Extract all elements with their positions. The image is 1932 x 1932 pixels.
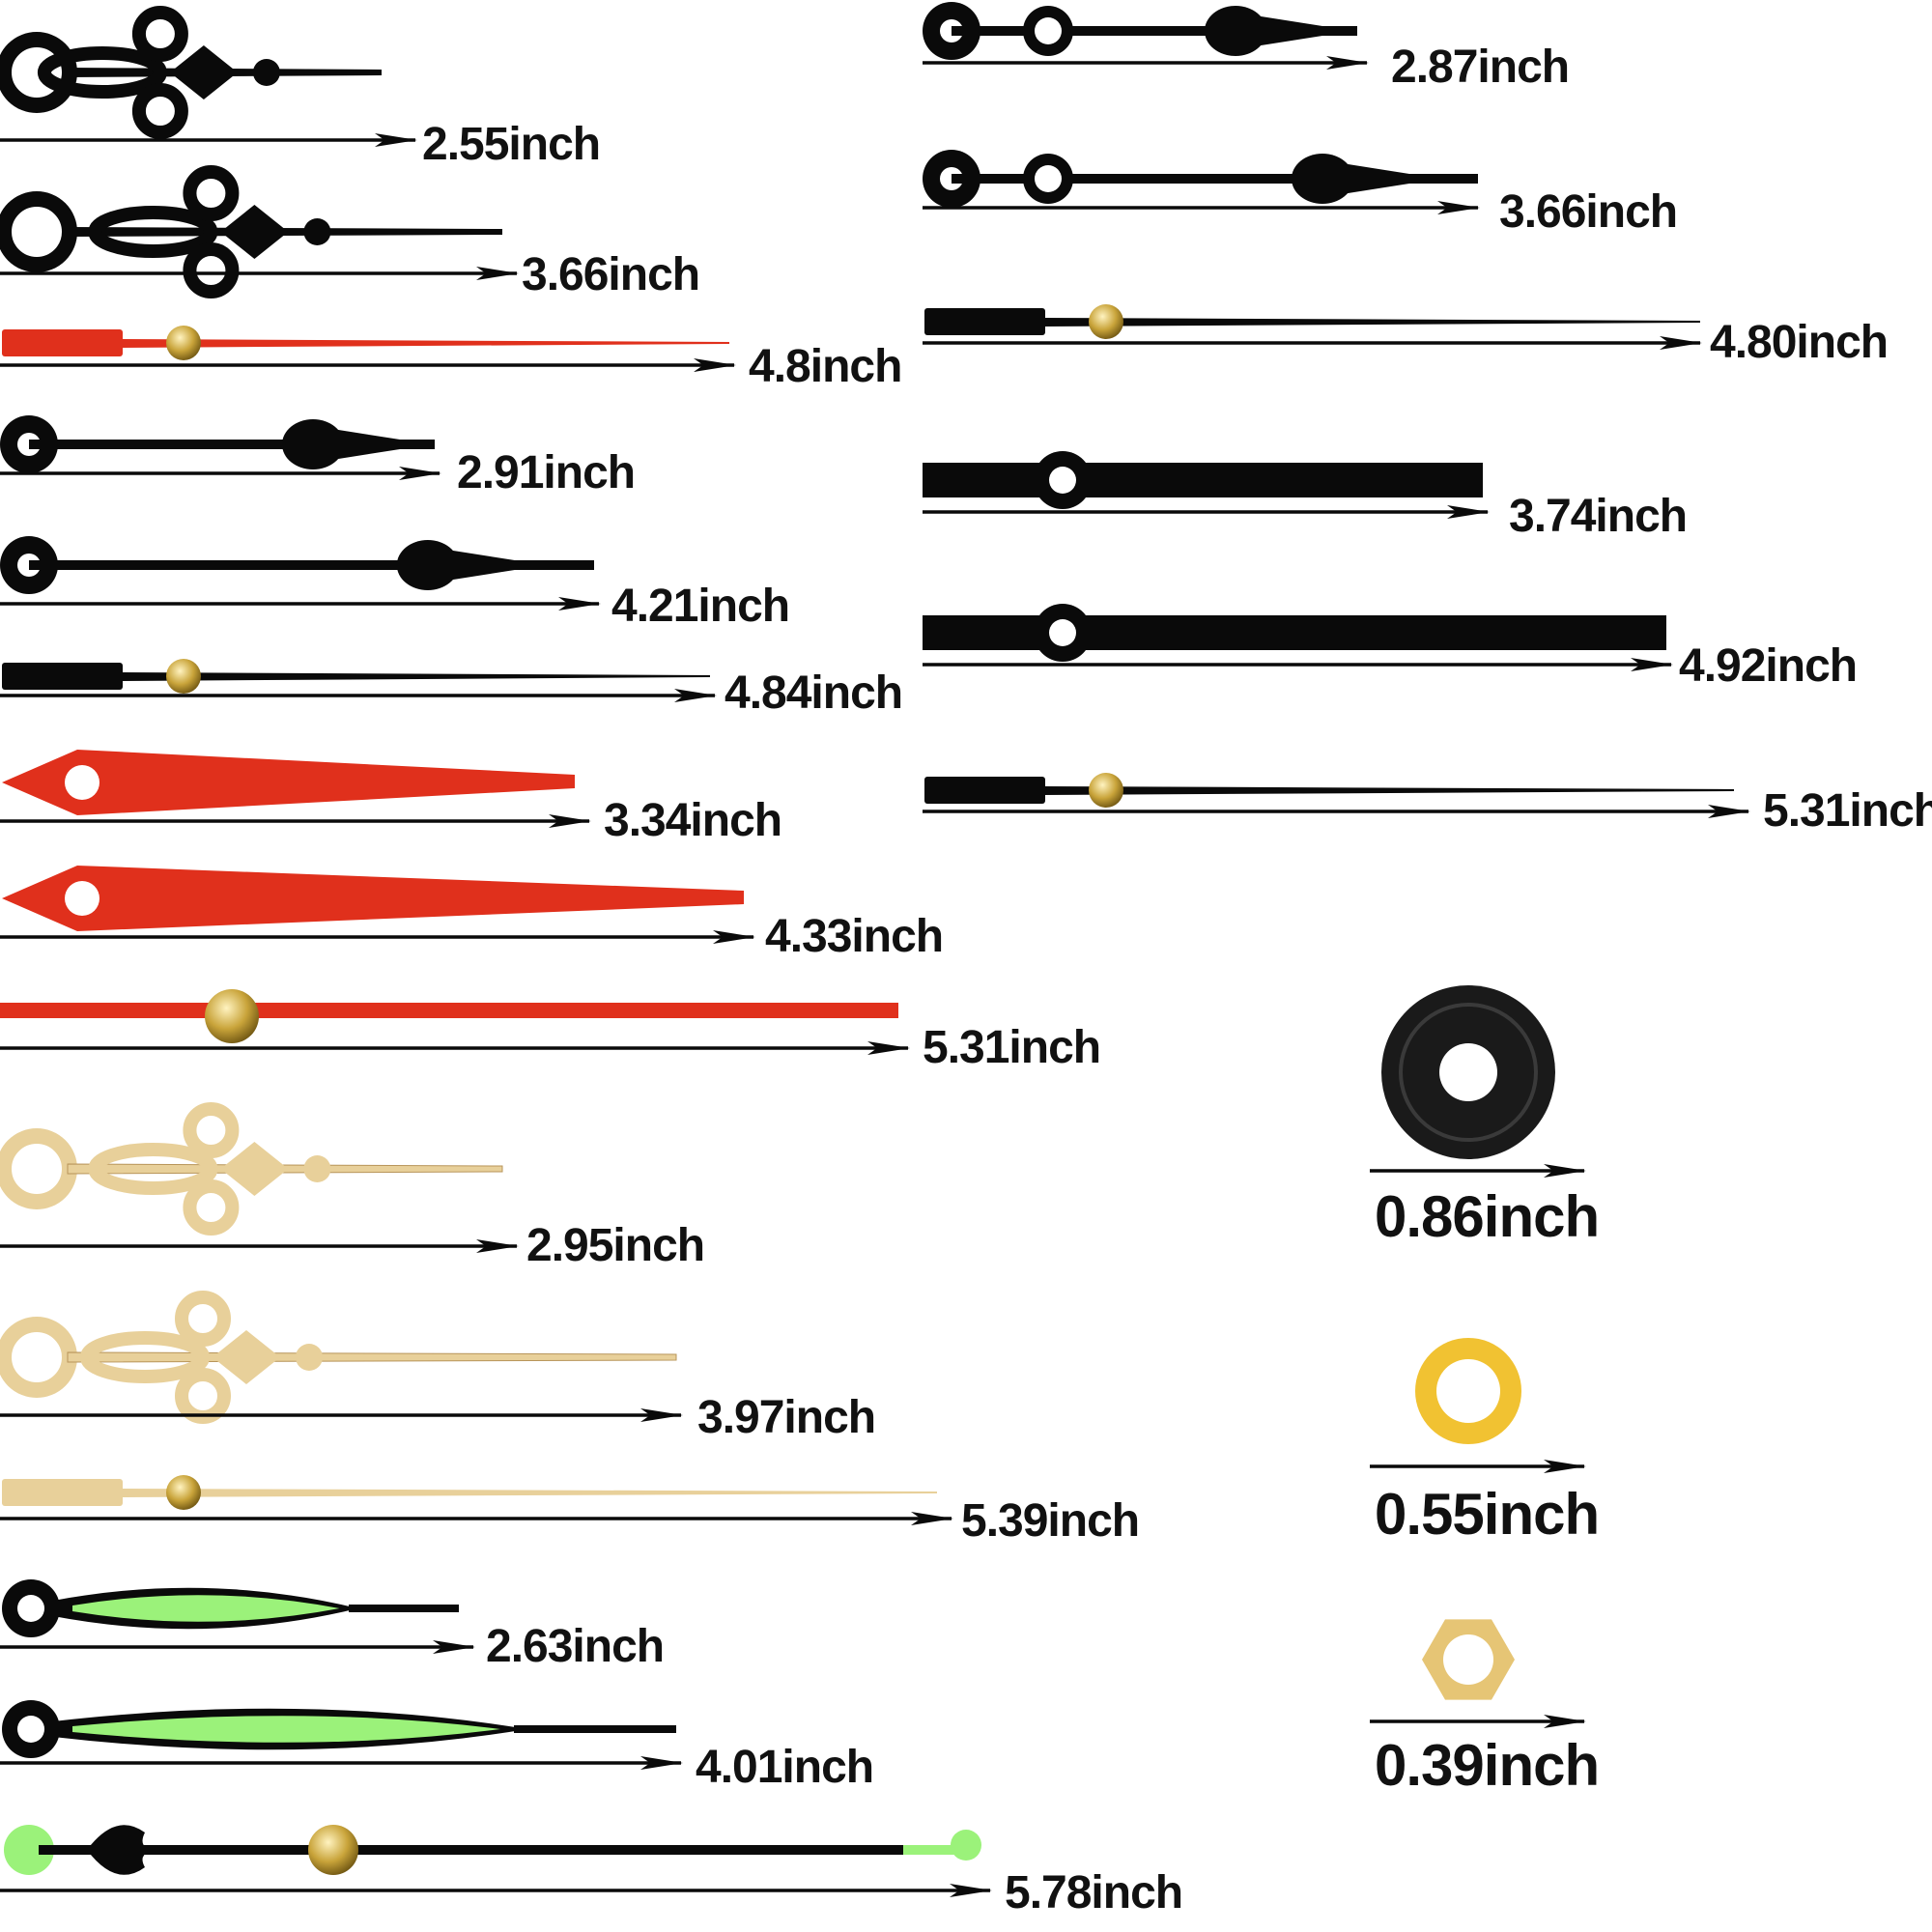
hand-gold-second-1: [2, 1475, 937, 1510]
size-label: 4.8inch: [749, 341, 901, 392]
size-label: 3.74inch: [1509, 491, 1687, 542]
right-column-hands: 2.87inch 3.66inch 4.80inch 3.74inch 4.92inch…: [923, 2, 1932, 837]
left-column-hands: 2.55inch 3.66inch 4.8inch 2.91inch 4.21inch 4…: [0, 6, 1183, 1918]
size-label: 3.97inch: [697, 1392, 875, 1443]
rubber-icon: [1381, 985, 1555, 1159]
size-label: 2.91inch: [457, 447, 635, 498]
size-label: 2.63inch: [486, 1621, 664, 1672]
size-label: 4.80inch: [1710, 317, 1888, 368]
hand-r-second-1: [924, 304, 1700, 339]
size-label: 0.55inch: [1375, 1482, 1599, 1547]
hand-ornate-black-2: [0, 165, 502, 298]
washer-icon: [1415, 1338, 1521, 1444]
size-label: 5.31inch: [923, 1022, 1100, 1073]
hand-lume-2: [2, 1700, 676, 1758]
size-label: 4.84inch: [724, 668, 902, 719]
hand-red-tapered-2: [2, 866, 744, 931]
hand-r-spade-2: [923, 150, 1478, 208]
size-label: 4.21inch: [611, 581, 789, 632]
size-label: 2.95inch: [526, 1220, 704, 1271]
size-label: 3.66inch: [522, 249, 699, 300]
size-label: 2.55inch: [422, 119, 600, 170]
hand-r-spade-1: [923, 2, 1357, 60]
size-label: 3.66inch: [1499, 186, 1677, 238]
size-label: 0.39inch: [1375, 1733, 1599, 1798]
hand-ornate-black-1: [0, 6, 382, 139]
hand-gold-ornate-1: [0, 1102, 503, 1236]
hand-r-baton-2: [923, 604, 1666, 662]
hand-black-second-1: [2, 659, 710, 694]
hand-red-tapered-1: [2, 750, 575, 815]
hand-spade-black-2: [0, 536, 594, 594]
hand-red-second-1: [2, 326, 729, 360]
size-label: 3.34inch: [604, 795, 781, 846]
hand-r-second-2: [924, 773, 1734, 808]
size-label: 5.39inch: [961, 1495, 1139, 1547]
brass-cap-icon: [166, 1475, 201, 1510]
size-label: 5.78inch: [1005, 1867, 1182, 1918]
hand-spade-black-1: [0, 415, 435, 473]
size-label: 4.01inch: [696, 1742, 873, 1793]
hand-gold-ornate-2: [0, 1291, 677, 1424]
hand-lume-1: [2, 1579, 459, 1637]
brass-cap-icon: [166, 326, 201, 360]
size-label: 4.92inch: [1679, 640, 1857, 692]
size-label: 4.33inch: [765, 911, 943, 962]
brass-cap-icon: [1089, 304, 1123, 339]
brass-cap-icon: [166, 659, 201, 694]
nut-icon: [1422, 1619, 1515, 1700]
size-label: 2.87inch: [1391, 42, 1569, 93]
size-label: 5.31inch: [1763, 785, 1932, 837]
hand-red-second-2: [0, 989, 898, 1043]
brass-cap-icon: [1089, 773, 1123, 808]
hand-r-baton-1: [923, 451, 1483, 509]
hardware-parts: 0.86inch 0.55inch 0.39inch: [1370, 985, 1600, 1798]
hand-lume-second: [4, 1825, 981, 1875]
size-label: 0.86inch: [1375, 1184, 1599, 1249]
brass-cap-icon: [308, 1825, 358, 1875]
brass-cap-icon: [205, 989, 259, 1043]
